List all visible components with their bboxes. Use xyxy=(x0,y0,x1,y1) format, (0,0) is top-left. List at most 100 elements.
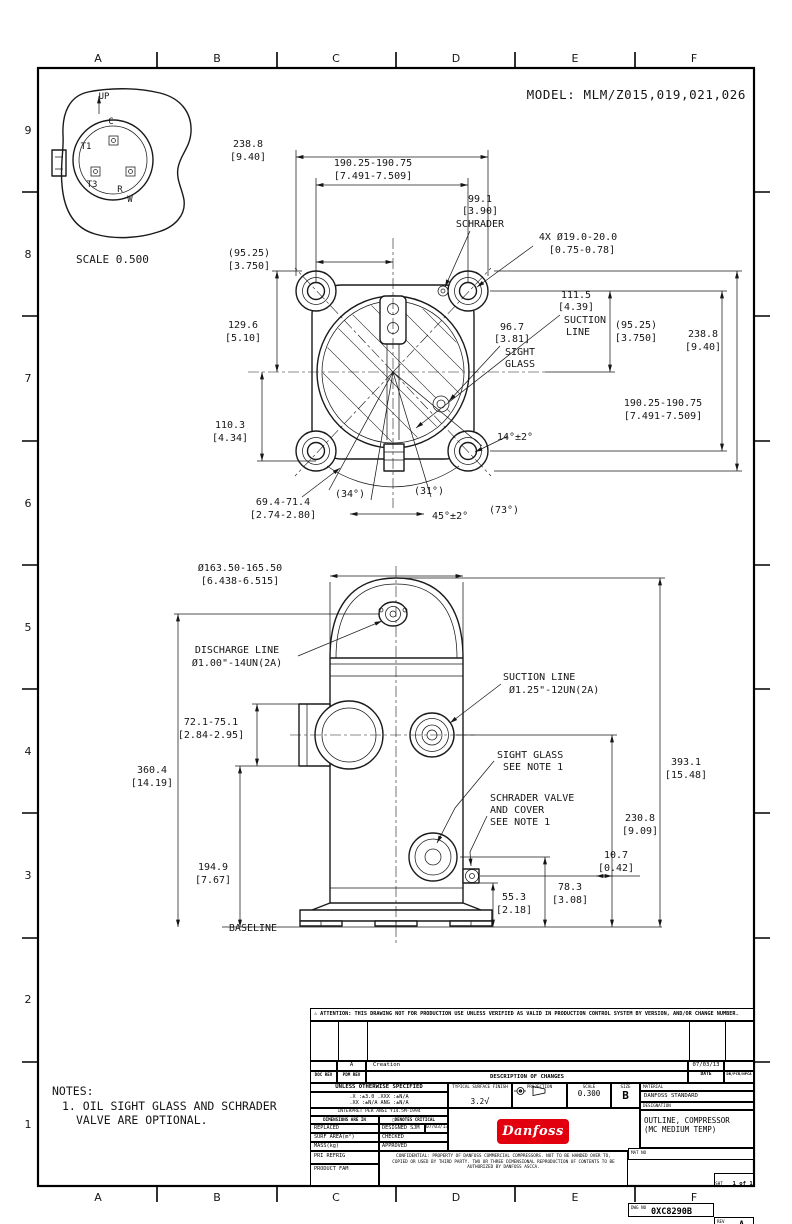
detail-scale-label: SCALE 0.500 xyxy=(76,253,149,266)
dim-label: 190.25-190.75 xyxy=(334,158,412,169)
pri-refrig-label: PRI REFRIG xyxy=(310,1151,379,1164)
dim-label: 55.3 xyxy=(502,892,526,903)
sight-glass-callout: GLASS xyxy=(505,359,535,370)
surface-finish-value: 3.2 xyxy=(470,1097,485,1107)
dwg-no-cell: DWG NO 0XC8290B xyxy=(628,1203,714,1217)
grid-col-label: E xyxy=(572,1191,579,1204)
model-number: MODEL: MLM/Z015,019,021,026 xyxy=(527,87,746,102)
dim-label: 238.8 xyxy=(233,139,263,150)
sight-glass-callout: SEE NOTE 1 xyxy=(503,762,563,773)
surface-finish-symbol: √ xyxy=(484,1097,490,1108)
schrader-callout: AND COVER xyxy=(490,805,545,816)
scale-cell: SCALE 0.300 xyxy=(567,1083,611,1108)
confidential-notice: CONFIDENTIAL: PROPERTY OF DANFOSS COMMER… xyxy=(379,1151,628,1186)
angle-dim: (73°) xyxy=(489,505,519,516)
projection-cell: PROJECTION xyxy=(512,1083,567,1108)
designation-line: (MC MEDIUM TEMP) xyxy=(644,1125,717,1134)
terminal-label-r: R xyxy=(117,185,123,195)
mounting-lugs xyxy=(295,270,489,472)
designation-line: OUTLINE, COMPRESSOR xyxy=(644,1116,730,1125)
attention-bar: ⚠ ATTENTION: THIS DRAWING NOT FOR PRODUC… xyxy=(310,1008,754,1021)
discharge-fitting xyxy=(378,601,408,627)
grid-row-label: 2 xyxy=(25,993,32,1006)
dim-label: [3.08] xyxy=(552,895,588,906)
mat-no-cell: MAT NO xyxy=(628,1148,754,1160)
dim-label: 78.3 xyxy=(558,882,582,893)
dim-label: 238.8 xyxy=(688,329,718,340)
sight-glass-callout: SIGHT GLASS xyxy=(497,750,563,761)
note-line: VALVE ARE OPTIONAL. xyxy=(76,1113,208,1127)
dim-label: 230.8 xyxy=(625,813,655,824)
rev-entry-drpcr xyxy=(724,1061,754,1071)
suction-stub xyxy=(383,443,405,472)
revision-history-space xyxy=(310,1021,754,1061)
grid-col-label: C xyxy=(332,52,340,65)
rev-entry-docrev xyxy=(310,1061,337,1071)
interpret-per-ansi: INTERPRET PER ANSI Y14.5M-1994 xyxy=(310,1108,448,1116)
dim-label: Ø163.50-165.50 xyxy=(198,562,282,574)
dim-label: [7.491-7.509] xyxy=(624,411,702,422)
angle-dim: 45°±2° xyxy=(432,511,468,522)
denotes-critical-dimension: □DENOTES CRITICAL DIMENSION xyxy=(379,1116,448,1124)
size-value: B xyxy=(622,1089,629,1103)
suction-line-callout: Ø1.25"-12UN(2A) xyxy=(509,684,599,696)
sheet-label: SHT xyxy=(715,1181,723,1186)
terminal-label-t1: T1 xyxy=(81,142,92,152)
suction-line-callout: LINE xyxy=(566,327,590,338)
suction-line-callout: SUCTION xyxy=(564,315,606,326)
pdm-rev-header: PDM REV xyxy=(337,1071,366,1083)
tolerance-line: .XX :±N/A ANG :±N/A xyxy=(349,1100,409,1107)
angle-dim: 14°±2° xyxy=(497,432,533,443)
suction-line-callout: SUCTION LINE xyxy=(503,672,575,683)
dim-label: 10.7 xyxy=(604,850,628,861)
terminal-label-c: C xyxy=(108,117,113,127)
danfoss-logo: Danfoss xyxy=(497,1119,569,1144)
grid-col-label: F xyxy=(691,52,697,65)
dim-label: 360.4 xyxy=(137,765,167,776)
side-view-dimensions: Ø163.50-165.50 [6.438-6.515] DISCHARGE L… xyxy=(131,562,707,934)
baseline-label: BASELINE xyxy=(229,923,277,934)
dim-label: 194.9 xyxy=(198,862,228,873)
surface-finish-label: TYPICAL SURFACE FINISH xyxy=(452,1084,508,1089)
dim-label: 110.3 xyxy=(215,420,245,431)
top-view-dimensions: 238.8 [9.40] 190.25-190.75 [7.491-7.509]… xyxy=(212,139,742,522)
rev-entry-letter: A xyxy=(337,1061,366,1071)
dwg-no-value: 0XC8290B xyxy=(651,1207,692,1217)
note-line: 1. OIL SIGHT GLASS AND SCHRADER xyxy=(62,1099,277,1113)
dim-label: [0.75-0.78] xyxy=(549,245,615,256)
designation-label: DESIGNATION xyxy=(640,1102,754,1110)
dim-label: [3.750] xyxy=(228,261,270,272)
date-header: DATE xyxy=(688,1071,724,1083)
dim-label: [9.09] xyxy=(622,826,658,837)
sight-glass xyxy=(408,832,458,882)
danfoss-logo-text: Danfoss xyxy=(502,1123,564,1139)
attention-text: ATTENTION: THIS DRAWING NOT FOR PRODUCTI… xyxy=(320,1011,739,1018)
designation-cell: OUTLINE, COMPRESSOR (MC MEDIUM TEMP) xyxy=(640,1110,754,1148)
rev-cell: REV A xyxy=(714,1217,754,1224)
grid-col-label: D xyxy=(452,52,460,65)
rev-entry-date: 07/03/13 xyxy=(688,1061,724,1071)
side-view xyxy=(290,566,493,944)
angle-dim: (34°) xyxy=(335,489,365,500)
sight-glass-callout: SIGHT xyxy=(505,347,535,358)
grid-col-label: A xyxy=(94,52,102,65)
critical-dimension-icon: □ xyxy=(392,1117,395,1122)
warning-icon: ⚠ xyxy=(314,1011,318,1018)
material-value: DANFOSS STANDARD xyxy=(640,1091,754,1102)
bolt-holes-callout: 4X Ø19.0-20.0 xyxy=(539,231,617,243)
projection-label: PROJECTION xyxy=(526,1084,553,1089)
unless-otherwise-specified: UNLESS OTHERWISE SPECIFIED xyxy=(310,1083,448,1092)
tolerance-block: .X :±3.0 .XXX :±N/A .XX :±N/A ANG :±N/A xyxy=(310,1092,448,1108)
dim-label: [3.750] xyxy=(615,333,657,344)
dim-label: 129.6 xyxy=(228,320,258,331)
dim-label: [15.48] xyxy=(665,770,707,781)
angle-dim: (31°) xyxy=(414,486,444,497)
discharge-line-callout: Ø1.00"-14UN(2A) xyxy=(192,657,282,669)
third-angle-projection-icon xyxy=(514,1086,546,1096)
grid-row-label: 7 xyxy=(25,372,32,385)
dim-label: [14.19] xyxy=(131,778,173,789)
surf-area-label: SURF AREA(m²) xyxy=(310,1133,379,1142)
schrader-callout: SEE NOTE 1 xyxy=(490,817,550,828)
sheet-value: 1 of 1 xyxy=(732,1181,753,1186)
